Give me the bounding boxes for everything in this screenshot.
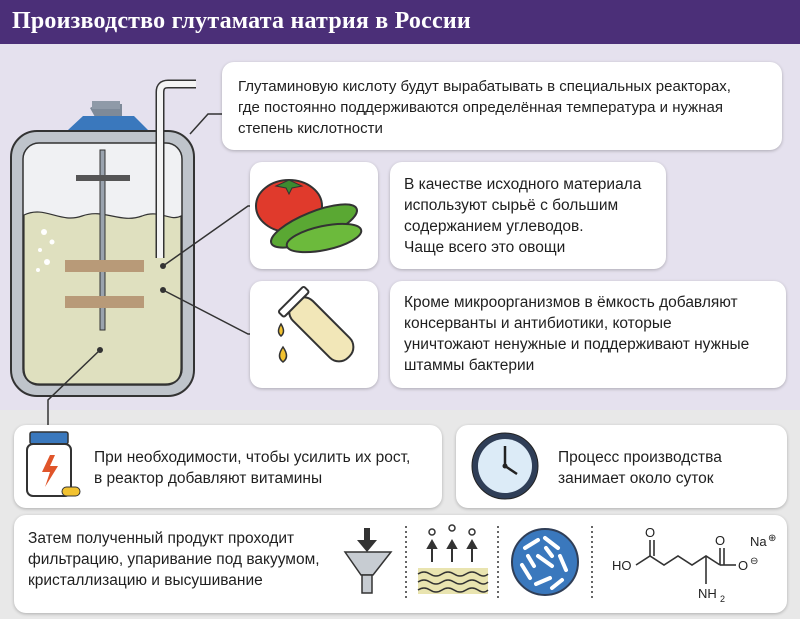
header-bar: Производство глутамата натрия в России [0, 0, 800, 44]
duration-text: Процесс производства занимает около суто… [558, 449, 722, 487]
raw-material-text: В качестве исходного материала использую… [404, 176, 642, 256]
processing-text: Затем полученный продукт проходит фильтр… [28, 530, 320, 589]
vitamins-card [14, 425, 442, 508]
vegetables-image-card [250, 162, 378, 269]
raw-material-card [390, 162, 666, 269]
additives-text: Кроме микроорганизмов в ёмкость добавляю… [404, 294, 750, 374]
additives-card [390, 281, 786, 388]
reactor-note-text: Глутаминовую кислоту будут вырабатывать … [238, 78, 731, 137]
vitamins-text: При необходимости, чтобы усилить их рост… [94, 449, 411, 487]
page-title: Производство глутамата натрия в России [12, 8, 471, 34]
reactor-note-card [222, 62, 782, 150]
test-tube-card [250, 281, 378, 388]
